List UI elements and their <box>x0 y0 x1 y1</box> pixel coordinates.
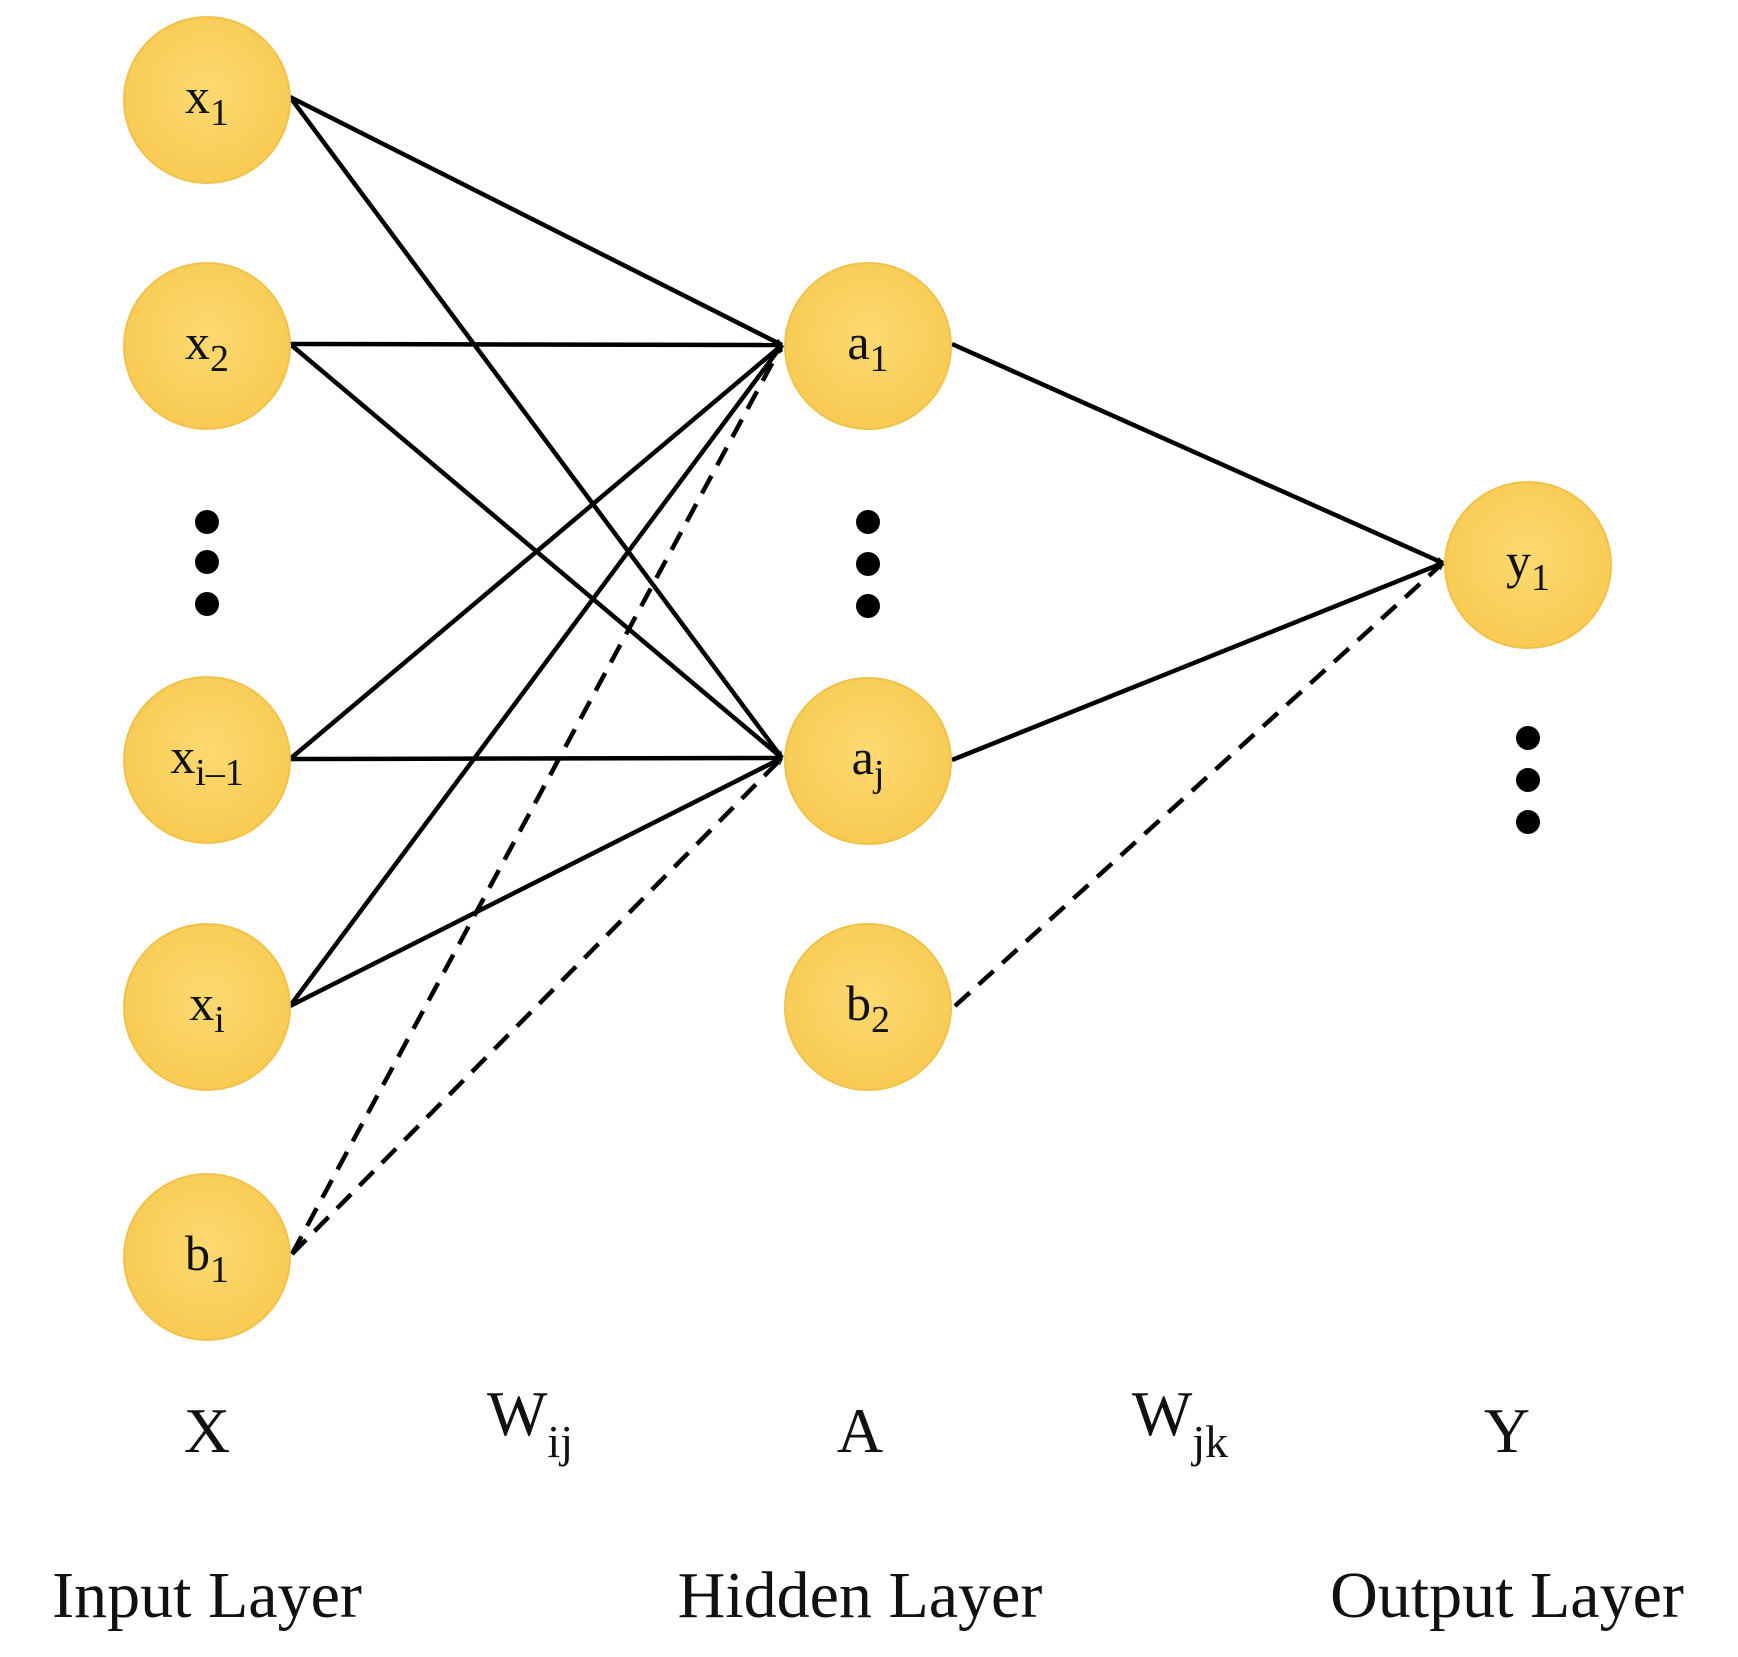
edge-x1-a1 <box>288 94 782 348</box>
edge-xi-aj <box>288 755 782 1009</box>
output-layer-nodes: y1 <box>1444 481 1612 834</box>
svg-text:aj: aj <box>852 729 885 795</box>
input-layer-nodes: x1 x2 xi–1 xi b1 <box>123 16 291 1341</box>
edges-input-hidden <box>288 94 784 1256</box>
var-label-wjk-base: W <box>1132 1378 1193 1449</box>
edge-a1-y1 <box>951 341 1443 566</box>
node-aj: aj <box>784 677 952 845</box>
node-xi1-sub: i–1 <box>195 752 244 794</box>
layer-labels: Input Layer Hidden Layer Output Layer <box>52 1559 1684 1632</box>
layer-label-output: Output Layer <box>1330 1559 1684 1632</box>
var-label-wij: Wij <box>487 1378 573 1467</box>
layer-label-hidden: Hidden Layer <box>678 1559 1043 1632</box>
var-label-wij-sub: ij <box>547 1416 573 1467</box>
svg-text:x1: x1 <box>185 68 229 134</box>
node-aj-sub: j <box>872 753 885 795</box>
edge-b2-y1 <box>953 561 1445 1008</box>
var-label-a: A <box>837 1395 883 1466</box>
node-xi: xi <box>123 923 291 1091</box>
node-b2-sub: 2 <box>871 999 890 1041</box>
edge-xi-a1 <box>288 343 784 1008</box>
hidden-layer-nodes: a1 aj b2 <box>784 262 952 1091</box>
node-b1: b1 <box>123 1173 291 1341</box>
node-xi-sub: i <box>214 999 225 1041</box>
node-a1-sub: 1 <box>870 338 889 380</box>
var-label-wij-base: W <box>487 1378 548 1449</box>
node-a1-base: a <box>847 314 869 370</box>
node-a1: a1 <box>784 262 952 430</box>
edge-b1-aj <box>290 756 784 1256</box>
edge-x1-aj <box>288 95 784 760</box>
svg-text:a1: a1 <box>847 314 888 380</box>
node-x2-base: x <box>185 314 210 370</box>
edge-b1-a1 <box>290 345 784 1256</box>
layer-label-input: Input Layer <box>52 1559 362 1632</box>
node-aj-base: a <box>852 729 874 785</box>
node-x2-sub: 2 <box>210 338 229 380</box>
svg-text:x2: x2 <box>185 314 229 380</box>
node-x2: x2 <box>123 262 291 430</box>
var-label-wjk-sub: jk <box>1190 1416 1228 1467</box>
node-y1-sub: 1 <box>1531 557 1550 599</box>
edge-xi1-aj <box>289 758 782 759</box>
ellipsis-input <box>195 510 219 616</box>
svg-text:xi: xi <box>189 975 225 1041</box>
edge-xi1-a1 <box>288 343 784 761</box>
edge-aj-y1 <box>951 560 1443 763</box>
var-label-wjk: Wjk <box>1132 1378 1228 1467</box>
node-b2: b2 <box>784 923 952 1091</box>
node-b1-sub: 1 <box>210 1249 229 1291</box>
node-x1-base: x <box>185 68 210 124</box>
svg-text:xi–1: xi–1 <box>170 728 244 794</box>
node-y1-base: y <box>1506 533 1531 589</box>
svg-text:b1: b1 <box>185 1225 229 1291</box>
node-b2-base: b <box>846 975 871 1031</box>
node-xi1-base: x <box>170 728 195 784</box>
node-xi-base: x <box>189 975 214 1031</box>
var-label-y: Y <box>1484 1395 1530 1466</box>
node-b1-base: b <box>185 1225 210 1281</box>
variable-labels: X Wij A Wjk Y <box>184 1378 1530 1467</box>
edges-hidden-output <box>951 341 1445 1008</box>
ellipsis-hidden <box>856 510 880 618</box>
node-x1-sub: 1 <box>210 92 229 134</box>
node-xi-minus-1: xi–1 <box>123 676 291 844</box>
ellipsis-output <box>1516 726 1540 834</box>
node-x1: x1 <box>123 16 291 184</box>
edge-x2-a1 <box>289 344 782 345</box>
svg-text:b2: b2 <box>846 975 890 1041</box>
svg-text:y1: y1 <box>1506 533 1550 599</box>
node-y1: y1 <box>1444 481 1612 649</box>
var-label-x: X <box>184 1395 230 1466</box>
